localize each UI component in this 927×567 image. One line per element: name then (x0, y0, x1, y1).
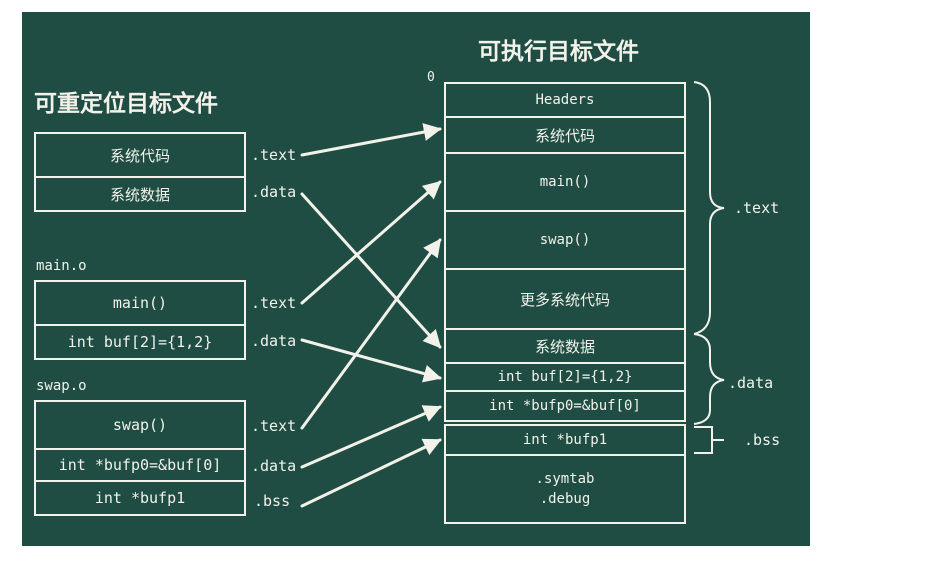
left-swap-data: int *bufp0=&buf[0] (34, 448, 246, 482)
arrow-system-code (300, 123, 442, 157)
arrow-swap-bufp1 (300, 438, 442, 508)
brace-text-label: .text (734, 199, 780, 217)
swap-data-label: .data (251, 457, 297, 475)
executable-title: 可执行目标文件 (478, 39, 639, 65)
left-system-data: 系统数据 (34, 176, 246, 212)
exe-main: main() (444, 152, 686, 212)
left-system-data-label: .data (251, 183, 297, 201)
left-system-text-label: .text (251, 146, 297, 164)
exe-swap: swap() (444, 210, 686, 270)
arrow-swap-text (300, 238, 442, 430)
exe-symtab-debug: .symtab .debug (444, 454, 686, 524)
chalkboard: 可重定位目标文件 可执行目标文件 0 系统代码 系统数据 .text .data… (22, 12, 810, 546)
swap-o-label: swap.o (36, 378, 87, 394)
exe-system-code: 系统代码 (444, 116, 686, 154)
brace-data-label: .data (728, 374, 774, 392)
brace-data (693, 333, 725, 425)
exe-debug: .debug (539, 491, 591, 507)
exe-bufp0: int *bufp0=&buf[0] (444, 390, 686, 422)
swap-bss-label: .bss (254, 492, 291, 510)
exe-buf: int buf[2]={1,2} (444, 362, 686, 392)
relocatable-title: 可重定位目标文件 (34, 91, 218, 117)
brace-text (693, 81, 725, 335)
main-o-label: main.o (36, 258, 87, 274)
brace-bss-label: .bss (744, 431, 781, 449)
exe-bufp1: int *bufp1 (444, 424, 686, 456)
arrow-system-data (300, 192, 442, 349)
arrow-swap-bufp0 (300, 405, 442, 469)
exe-system-data: 系统数据 (444, 328, 686, 364)
exe-more-system-code: 更多系统代码 (444, 268, 686, 330)
exe-symtab: .symtab (535, 471, 595, 487)
address-zero-label: 0 (427, 70, 435, 85)
main-text-label: .text (251, 294, 297, 312)
main-data-label: .data (251, 332, 297, 350)
brace-bss (694, 426, 724, 454)
left-main-text: main() (34, 280, 246, 326)
left-swap-bss: int *bufp1 (34, 480, 246, 516)
arrow-main-text (300, 180, 442, 305)
swap-text-label: .text (251, 417, 297, 435)
left-main-data: int buf[2]={1,2} (34, 324, 246, 360)
left-system-code: 系统代码 (34, 132, 246, 178)
exe-headers: Headers (444, 82, 686, 118)
left-swap-text: swap() (34, 400, 246, 450)
arrow-main-buf (300, 338, 442, 383)
